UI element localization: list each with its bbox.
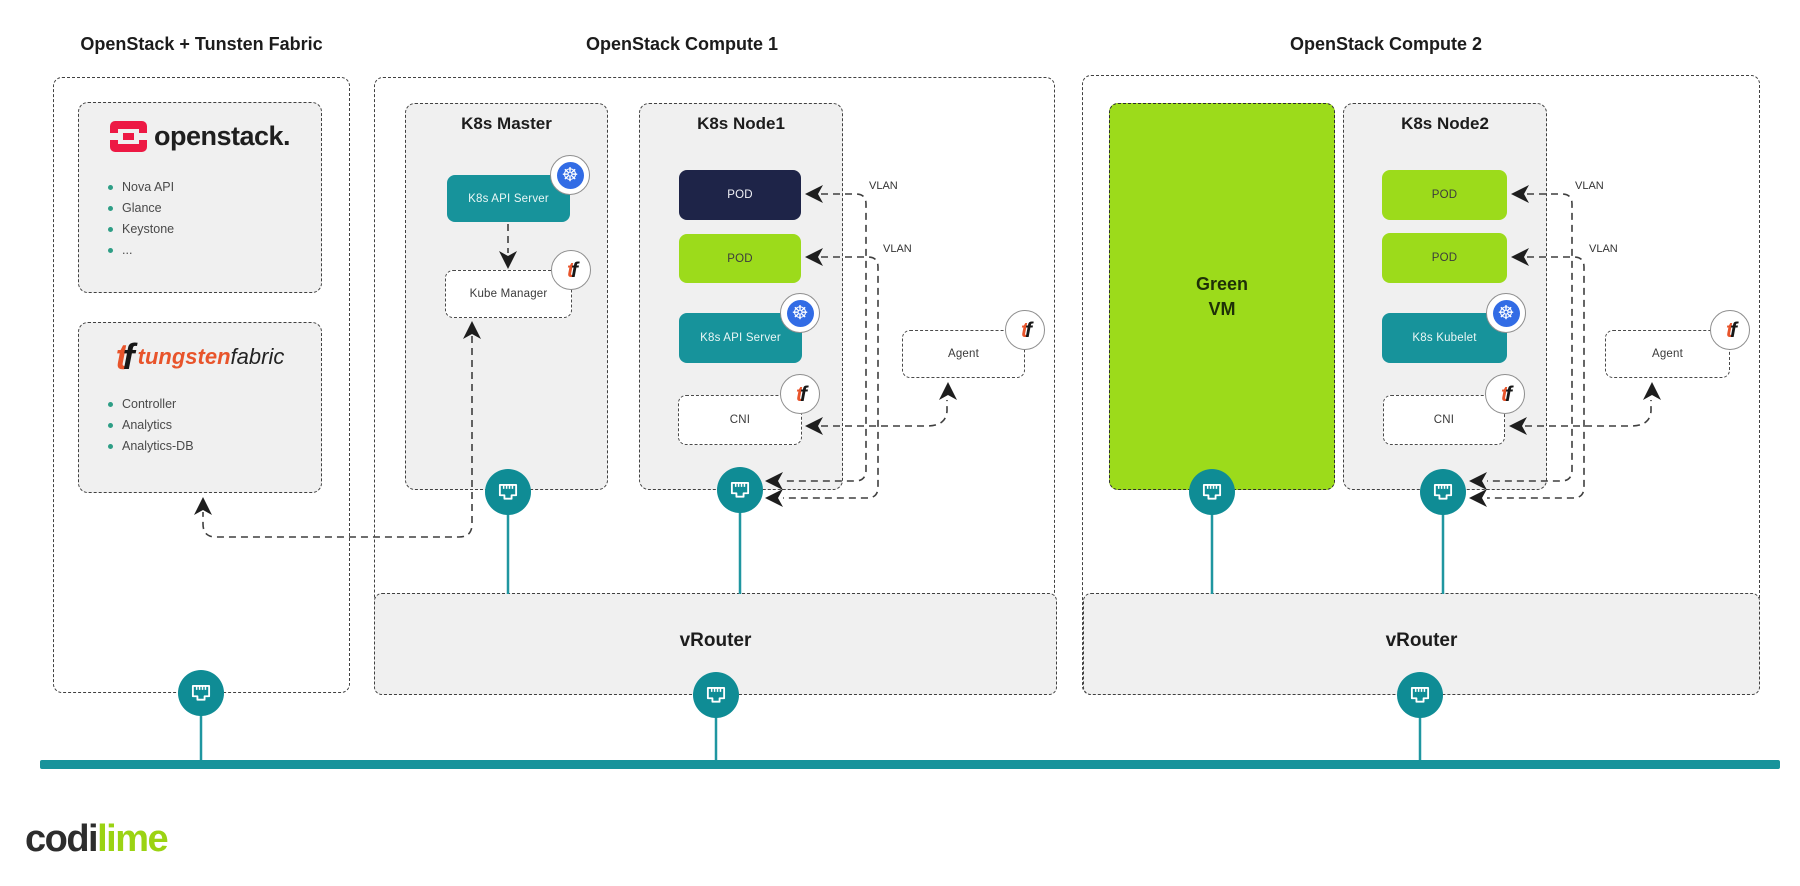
agent-chip-compute2: Agent xyxy=(1605,330,1730,378)
ethernet-nic-icon xyxy=(1420,469,1466,515)
header-compute2: OpenStack Compute 2 xyxy=(1289,34,1483,54)
pod-chip-node2-top: POD xyxy=(1382,170,1507,220)
list-item: Nova API xyxy=(107,180,321,194)
kubernetes-icon: ☸ xyxy=(1486,293,1526,333)
ethernet-nic-icon xyxy=(717,467,763,513)
list-item: Analytics xyxy=(107,418,321,432)
k8s-node1-title: K8s Node1 xyxy=(697,114,785,133)
list-item: Analytics-DB xyxy=(107,439,321,453)
tungsten-fabric-wordmark: tungstenfabric xyxy=(137,344,285,369)
list-item: Controller xyxy=(107,397,321,411)
green-vm-label: Green VM xyxy=(1195,274,1249,319)
header-compute1: OpenStack Compute 1 xyxy=(585,34,779,54)
codilime-logo: codilime xyxy=(25,818,169,860)
ethernet-nic-icon xyxy=(1397,672,1443,718)
openstack-logo: openstack. xyxy=(79,121,321,152)
tungsten-components-list: Controller Analytics Analytics-DB xyxy=(107,397,321,453)
openstack-box: openstack. Nova API Glance Keystone ... xyxy=(78,102,322,293)
list-item: Keystone xyxy=(107,222,321,236)
tungsten-fabric-icon: tf xyxy=(115,336,135,377)
vrouter1-label: vRouter xyxy=(679,630,752,651)
k8s-node2-title: K8s Node2 xyxy=(1401,114,1489,133)
tungsten-fabric-icon: tf xyxy=(1710,310,1750,350)
list-item: ... xyxy=(107,243,321,257)
ethernet-nic-icon xyxy=(178,670,224,716)
tungsten-fabric-box: tf tungstenfabric Controller Analytics A… xyxy=(78,322,322,493)
vlan-label: VLAN xyxy=(869,180,898,192)
vrouter2-label: vRouter xyxy=(1385,630,1458,651)
ethernet-nic-icon xyxy=(693,672,739,718)
kube-manager-chip: Kube Manager xyxy=(445,270,572,318)
k8s-api-server-chip-master: K8s API Server xyxy=(447,175,570,222)
network-bus-bar xyxy=(40,760,1780,769)
kubernetes-icon: ☸ xyxy=(780,293,820,333)
pod-dark-chip: POD xyxy=(679,170,801,220)
green-vm-box: Green VM xyxy=(1109,103,1335,490)
tungsten-fabric-icon: tf xyxy=(780,374,820,414)
ethernet-nic-icon xyxy=(1189,469,1235,515)
header-openstack-tungsten: OpenStack + Tunsten Fabric xyxy=(80,34,323,54)
vlan-label: VLAN xyxy=(883,243,912,255)
pod-green-chip-node1: POD xyxy=(679,234,801,283)
tungsten-fabric-icon: tf xyxy=(1005,310,1045,350)
agent-chip-compute1: Agent xyxy=(902,330,1025,378)
tungsten-fabric-icon: tf xyxy=(551,250,591,290)
tungsten-fabric-logo: tf tungstenfabric xyxy=(79,339,321,375)
k8s-master-title: K8s Master xyxy=(461,114,552,133)
kubernetes-icon: ☸ xyxy=(550,155,590,195)
k8s-kubelet-chip: K8s Kubelet xyxy=(1382,313,1507,363)
vlan-label: VLAN xyxy=(1589,243,1618,255)
tungsten-fabric-icon: tf xyxy=(1485,374,1525,414)
ethernet-nic-icon xyxy=(485,469,531,515)
openstack-wordmark: openstack. xyxy=(153,121,291,151)
list-item: Glance xyxy=(107,201,321,215)
pod-chip-node2-bottom: POD xyxy=(1382,233,1507,283)
openstack-services-list: Nova API Glance Keystone ... xyxy=(107,180,321,257)
vlan-label: VLAN xyxy=(1575,180,1604,192)
openstack-icon xyxy=(109,121,147,152)
cni-chip-node2: CNI xyxy=(1383,395,1505,445)
